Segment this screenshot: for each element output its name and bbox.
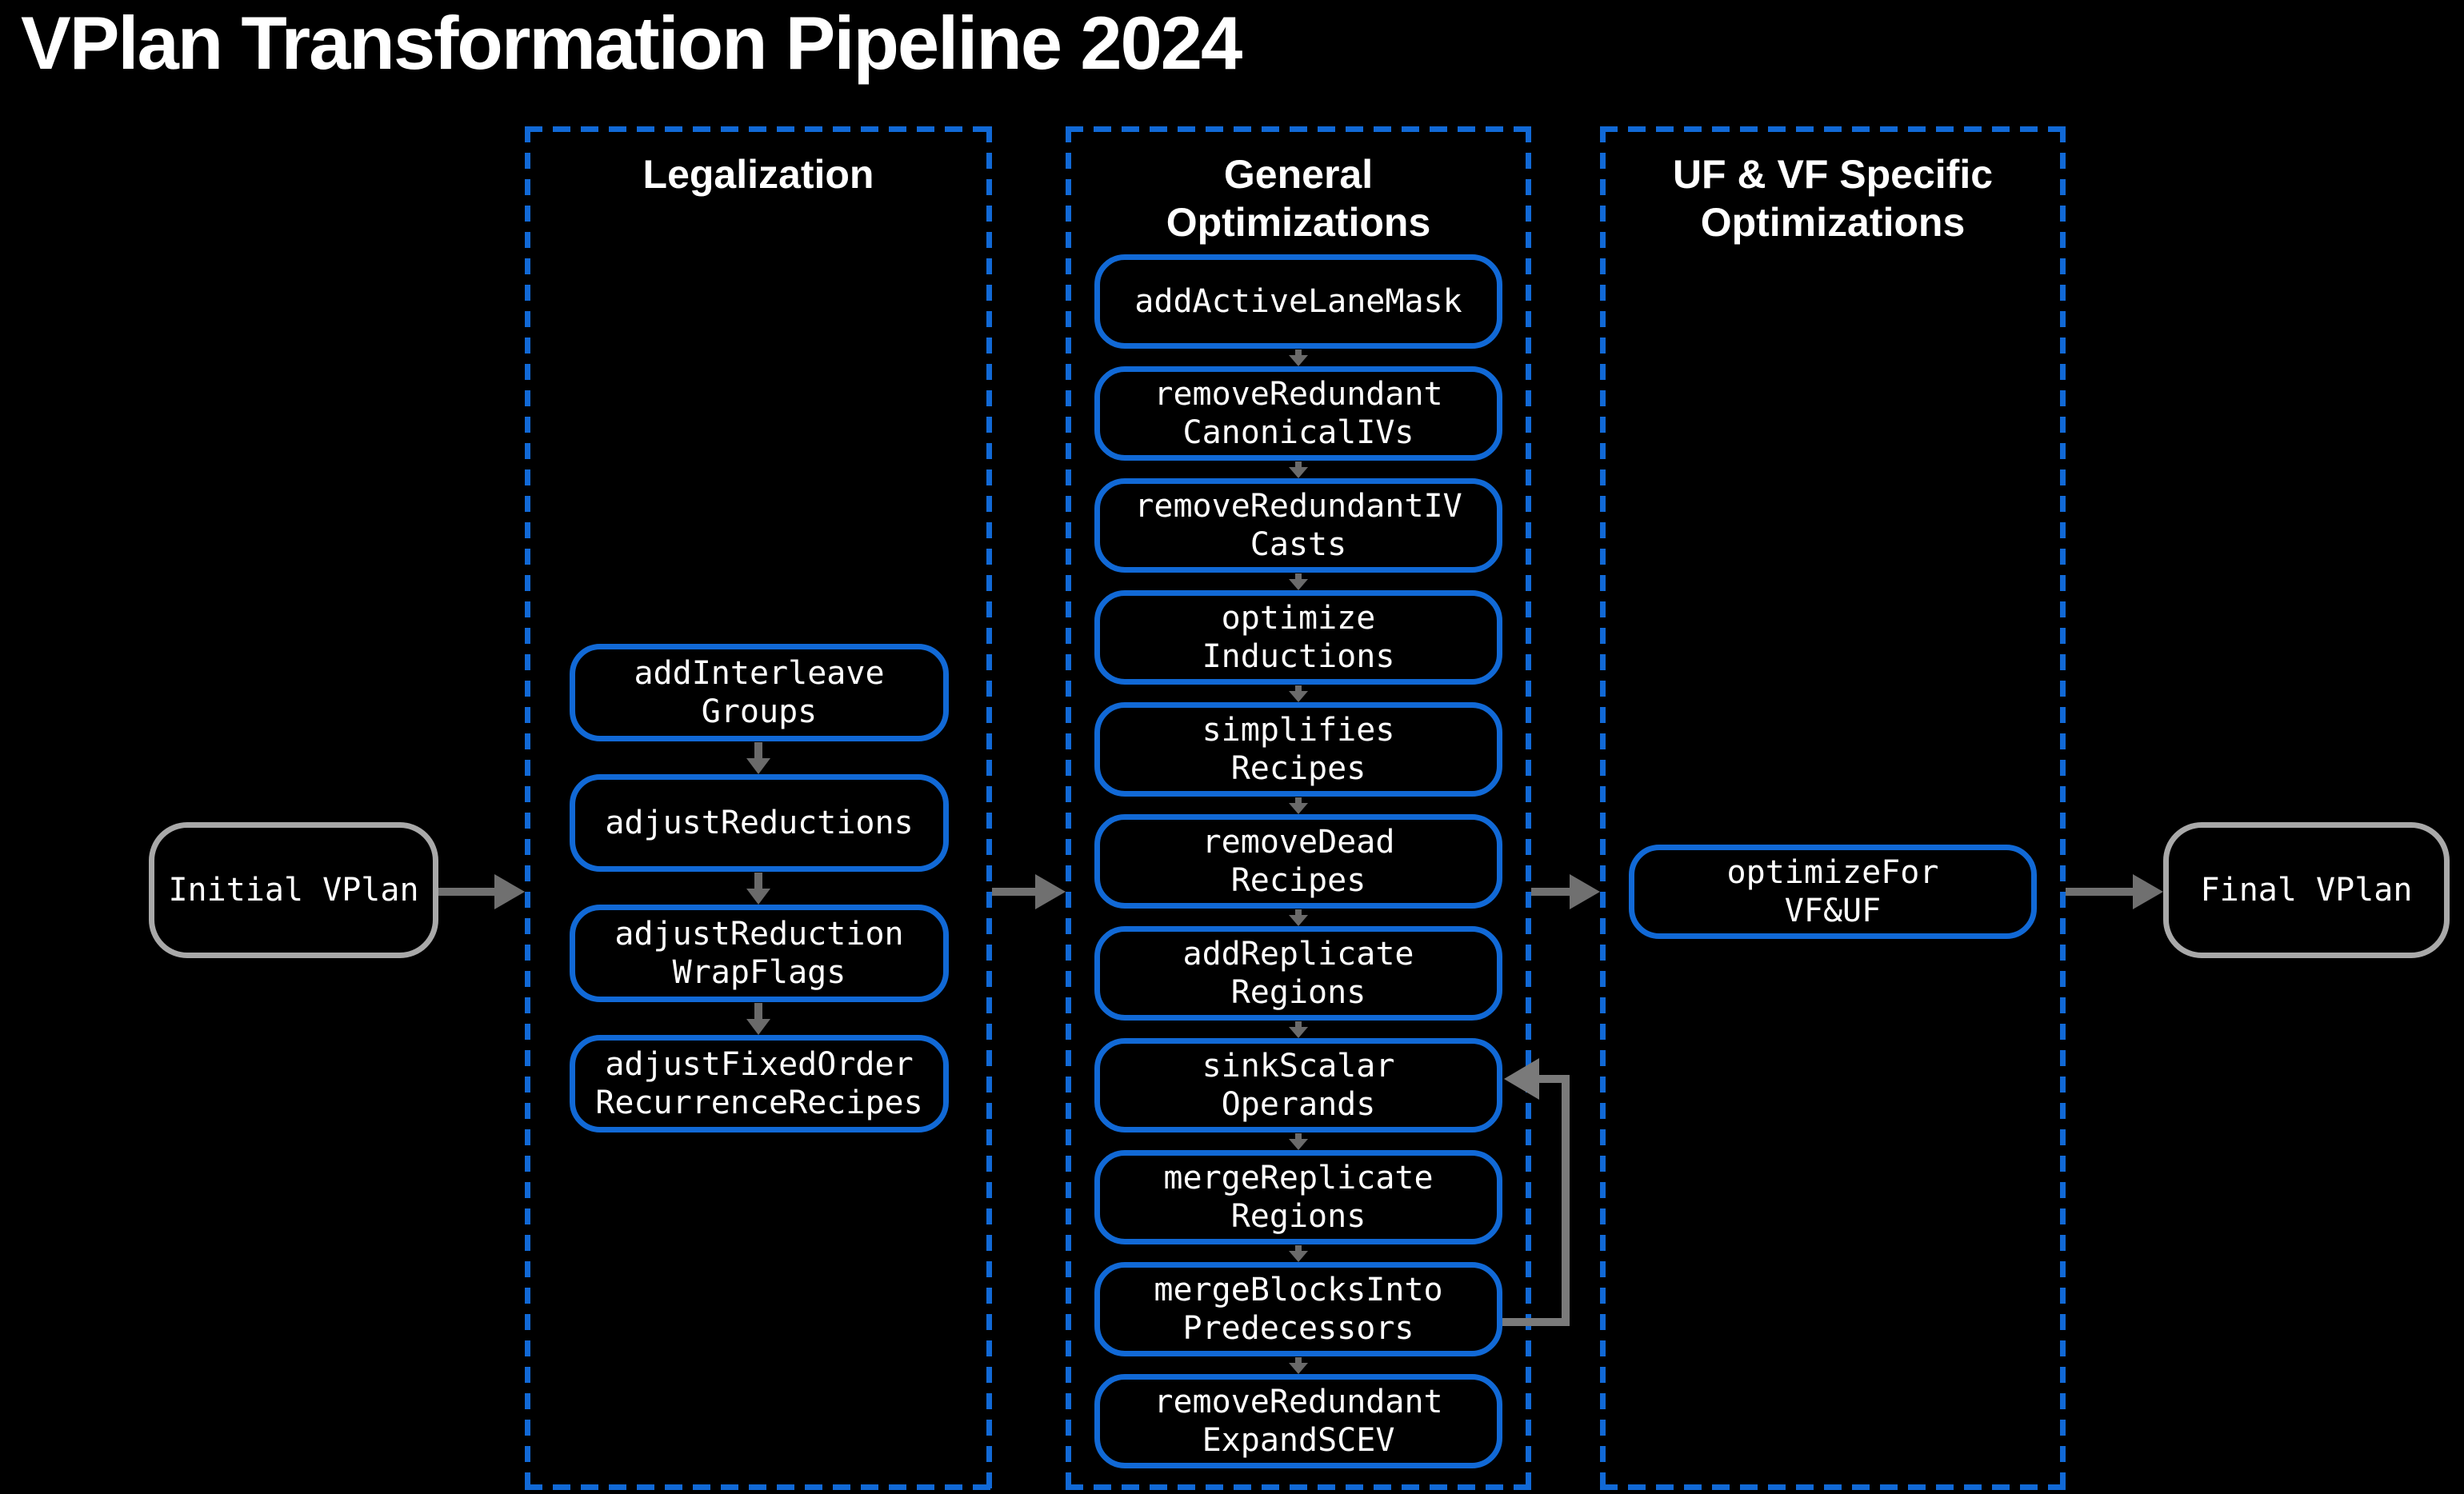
feedback-loop-arrow xyxy=(1562,1075,1570,1326)
node-remove-redundant-canonical-ivs: removeRedundant CanonicalIVs xyxy=(1094,366,1502,461)
node-sink-scalar-operands: sinkScalar Operands xyxy=(1094,1038,1502,1132)
node-add-replicate-regions: addReplicate Regions xyxy=(1094,926,1502,1021)
node-merge-replicate-regions: mergeReplicate Regions xyxy=(1094,1150,1502,1244)
column-border xyxy=(525,126,530,1490)
column-border xyxy=(1526,126,1531,1490)
arrow-general-to-ufvf-icon xyxy=(1570,874,1600,909)
column-border xyxy=(1600,126,1606,1490)
node-optimize-for-vf-uf: optimizeFor VF&UF xyxy=(1629,845,2037,939)
arrow-down-icon xyxy=(1289,573,1308,590)
arrow-ufvf-to-final-icon xyxy=(2133,874,2163,909)
node-adjust-fixed-order-recurrence-recipes: adjustFixedOrder RecurrenceRecipes xyxy=(570,1035,949,1132)
column-border xyxy=(1066,126,1071,1490)
column-title-general-optimizations: General Optimizations xyxy=(1166,152,1431,245)
node-merge-blocks-into-predecessors: mergeBlocksInto Predecessors xyxy=(1094,1262,1502,1356)
page-title: VPlan Transformation Pipeline 2024 xyxy=(21,1,1242,85)
arrow-down-icon xyxy=(1289,1357,1308,1374)
column-border xyxy=(2060,126,2066,1490)
column-border xyxy=(525,126,992,132)
arrow-general-to-ufvf-icon xyxy=(1531,888,1574,896)
column-general-optimizations: General Optimizations addActiveLaneMask … xyxy=(1066,126,1531,1490)
node-add-active-lane-mask: addActiveLaneMask xyxy=(1094,254,1502,349)
arrow-down-icon xyxy=(1289,685,1308,702)
column-border xyxy=(1600,126,2066,132)
arrow-initial-to-legalization-icon xyxy=(494,874,525,909)
feedback-loop-arrow xyxy=(1539,1075,1570,1083)
arrow-legalization-to-general-icon xyxy=(992,888,1040,896)
end-node: Final VPlan xyxy=(2163,822,2450,958)
column-border xyxy=(1066,126,1531,132)
arrow-legalization-to-general-icon xyxy=(1035,874,1066,909)
feedback-loop-arrowhead-icon xyxy=(1504,1058,1539,1100)
arrow-down-icon xyxy=(746,742,770,774)
arrow-down-icon xyxy=(1289,909,1308,926)
node-add-interleave-groups: addInterleave Groups xyxy=(570,644,949,741)
node-optimize-inductions: optimize Inductions xyxy=(1094,590,1502,685)
node-remove-dead-recipes: removeDead Recipes xyxy=(1094,814,1502,909)
node-adjust-reduction-wrap-flags: adjustReduction WrapFlags xyxy=(570,905,949,1002)
arrow-down-icon xyxy=(1289,461,1308,478)
node-remove-redundant-iv-casts: removeRedundantIV Casts xyxy=(1094,478,1502,573)
node-remove-redundant-expand-scev: removeRedundant ExpandSCEV xyxy=(1094,1374,1502,1468)
column-title-uf-vf-specific-optimizations: UF & VF Specific Optimizations xyxy=(1672,152,1994,245)
node-adjust-reductions: adjustReductions xyxy=(570,774,949,872)
column-legalization: Legalization addInterleave Groups adjust… xyxy=(525,126,992,1490)
column-border xyxy=(525,1484,992,1490)
arrow-down-icon xyxy=(1289,1133,1308,1150)
arrow-initial-to-legalization-icon xyxy=(438,888,499,896)
arrow-down-icon xyxy=(1289,797,1308,814)
arrow-ufvf-to-final-icon xyxy=(2066,888,2136,896)
start-node: Initial VPlan xyxy=(149,822,438,958)
column-border xyxy=(1600,1484,2066,1490)
column-title-legalization: Legalization xyxy=(642,152,874,197)
arrow-down-icon xyxy=(1289,1021,1308,1038)
column-uf-vf-specific-optimizations: UF & VF Specific Optimizations optimizeF… xyxy=(1600,126,2066,1490)
arrow-down-icon xyxy=(746,873,770,905)
arrow-down-icon xyxy=(1289,350,1308,366)
feedback-loop-arrow xyxy=(1502,1318,1570,1326)
arrow-down-icon xyxy=(1289,1245,1308,1262)
column-border xyxy=(986,126,992,1490)
arrow-down-icon xyxy=(746,1003,770,1035)
column-border xyxy=(1066,1484,1531,1490)
node-simplifies-recipes: simplifies Recipes xyxy=(1094,702,1502,797)
